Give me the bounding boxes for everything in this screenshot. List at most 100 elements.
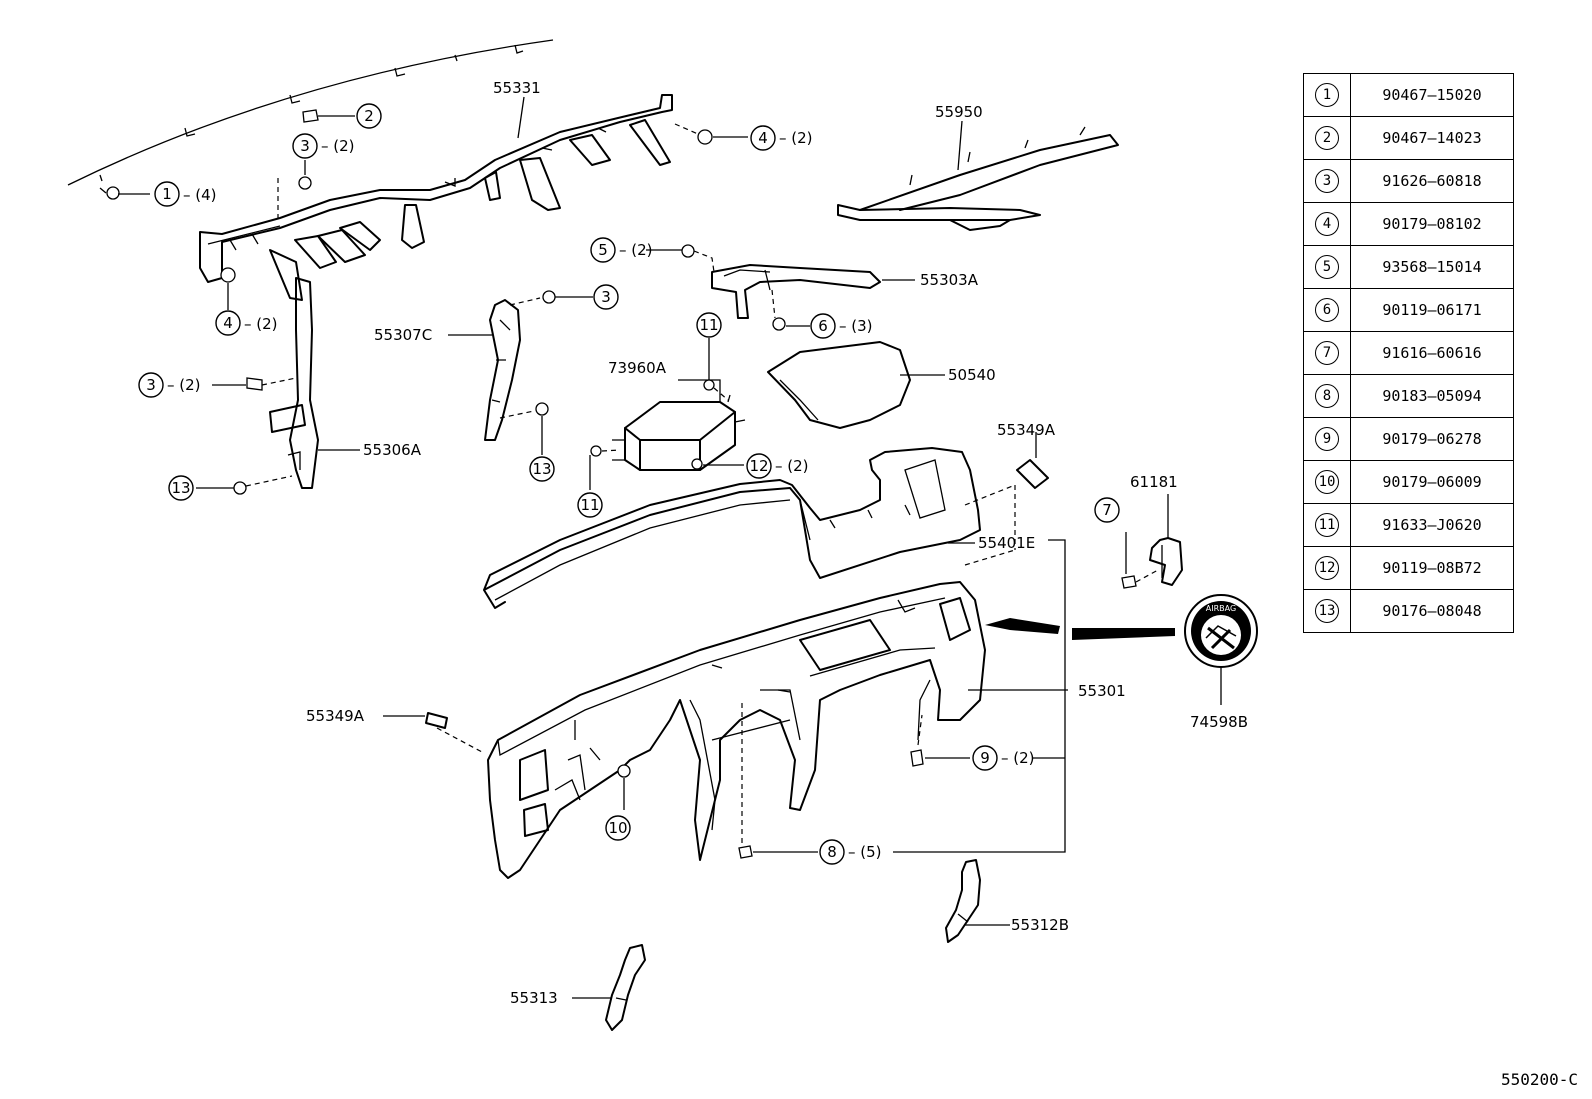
callout-3-middle: 3 (593, 284, 619, 310)
callout-1: 1 – (4) (154, 181, 217, 207)
callout-5-num: 5 (598, 241, 608, 259)
cowl-edge (67, 39, 554, 186)
legend-part-number: 93568–15014 (1350, 245, 1514, 289)
legend-ref-number: 13 (1315, 599, 1339, 623)
legend-part-number: 90183–05094 (1350, 374, 1514, 418)
airbag-label-arrow (985, 618, 1175, 640)
callout-5-qty: – (2) (619, 241, 653, 259)
leader-55950 (957, 120, 963, 171)
callout-2: 2 (356, 103, 382, 129)
airbag-door (767, 341, 945, 429)
callout-8-num: 8 (827, 843, 837, 861)
airbag-badge-text: AIRBAG (1206, 604, 1236, 613)
legend-part-number: 90467–14023 (1350, 116, 1514, 160)
callout-10: 10 (605, 815, 631, 841)
callout-7: 7 (1094, 497, 1120, 523)
legend-part-number: 91633–J0620 (1350, 503, 1514, 547)
callout-1-num: 1 (162, 185, 172, 203)
callout-11-bottom: 11 (577, 492, 603, 518)
legend-row: 11 91633–J0620 (1303, 503, 1514, 547)
legend-row: 8 90183–05094 (1303, 374, 1514, 418)
instrument-panel-upper-pad (483, 447, 1016, 609)
glove-box-bracket (646, 244, 915, 331)
legend-ref-cell: 2 (1303, 116, 1351, 160)
passenger-airbag-module (589, 338, 746, 490)
legend-row: 13 90176–08048 (1303, 589, 1514, 633)
legend-part-number: 90119–06171 (1350, 288, 1514, 332)
legend-part-number: 90467–15020 (1350, 73, 1514, 117)
legend-ref-cell: 13 (1303, 589, 1351, 633)
legend-part-number: 90179–06278 (1350, 417, 1514, 461)
callout-6-num: 6 (818, 317, 828, 335)
callout-3-top: 3 – (2) (292, 133, 355, 159)
callout-4-right-qty: – (2) (779, 129, 813, 147)
label-55331: 55331 (493, 79, 541, 97)
callout-4-left: 4 – (2) (215, 310, 278, 336)
callout-8-qty: – (5) (848, 843, 882, 861)
diagram-code: 550200-C (1500, 1070, 1578, 1089)
callout-6-qty: – (3) (839, 317, 873, 335)
callout-12-qty: – (2) (775, 457, 809, 475)
callout-4-right: 4 – (2) (750, 125, 813, 151)
panel-fasteners (617, 539, 1066, 859)
label-55312B: 55312B (1011, 916, 1069, 934)
callout-9-num: 9 (980, 749, 990, 767)
legend-ref-cell: 5 (1303, 245, 1351, 289)
callout-13-middle-num: 13 (532, 460, 551, 478)
left-support-bracket (196, 277, 360, 495)
instrument-panel (487, 581, 1068, 879)
label-55401E: 55401E (978, 534, 1035, 552)
legend-part-number: 90179–06009 (1350, 460, 1514, 504)
legend-ref-cell: 6 (1303, 288, 1351, 332)
label-55950: 55950 (935, 103, 983, 121)
legend-ref-cell: 12 (1303, 546, 1351, 590)
legend-ref-number: 11 (1315, 513, 1339, 537)
label-73960A: 73960A (608, 359, 667, 377)
legend-ref-number: 3 (1315, 169, 1339, 193)
legend-row: 10 90179–06009 (1303, 460, 1514, 504)
callout-3-top-num: 3 (300, 137, 310, 155)
label-55303A: 55303A (920, 271, 979, 289)
legend-ref-cell: 11 (1303, 503, 1351, 547)
legend-part-number: 90176–08048 (1350, 589, 1514, 633)
label-55313: 55313 (510, 989, 558, 1007)
legend-ref-number: 10 (1315, 470, 1339, 494)
label-55349A-left: 55349A (306, 707, 365, 725)
callout-10-num: 10 (608, 819, 627, 837)
callout-13-left-num: 13 (171, 479, 190, 497)
beam-fasteners (99, 109, 748, 310)
callout-3-left-num: 3 (146, 376, 156, 394)
legend-ref-cell: 10 (1303, 460, 1351, 504)
legend-ref-cell: 7 (1303, 331, 1351, 375)
lower-right-bracket (945, 859, 1010, 943)
legend-ref-cell: 1 (1303, 73, 1351, 117)
legend-ref-number: 1 (1315, 83, 1339, 107)
legend-ref-number: 12 (1315, 556, 1339, 580)
legend-ref-number: 8 (1315, 384, 1339, 408)
callout-11-top: 11 (696, 312, 722, 338)
legend-ref-number: 7 (1315, 341, 1339, 365)
pillar-bracket (1121, 494, 1183, 589)
left-side-vent-cap (383, 712, 483, 753)
label-55307C: 55307C (374, 326, 432, 344)
center-support-bracket (448, 290, 593, 455)
callout-3-top-qty: – (2) (321, 137, 355, 155)
leader-55331 (517, 96, 525, 139)
callout-8: 8 – (5) (819, 839, 882, 865)
legend-ref-number: 9 (1315, 427, 1339, 451)
legend-part-number: 90179–08102 (1350, 202, 1514, 246)
callout-9: 9 – (2) (972, 745, 1035, 771)
legend-row: 9 90179–06278 (1303, 417, 1514, 461)
callout-13-middle: 13 (529, 456, 555, 482)
instrument-panel-reinforcement (199, 94, 673, 301)
callout-9-qty: – (2) (1001, 749, 1035, 767)
label-61181: 61181 (1130, 473, 1178, 491)
label-55301: 55301 (1078, 682, 1126, 700)
